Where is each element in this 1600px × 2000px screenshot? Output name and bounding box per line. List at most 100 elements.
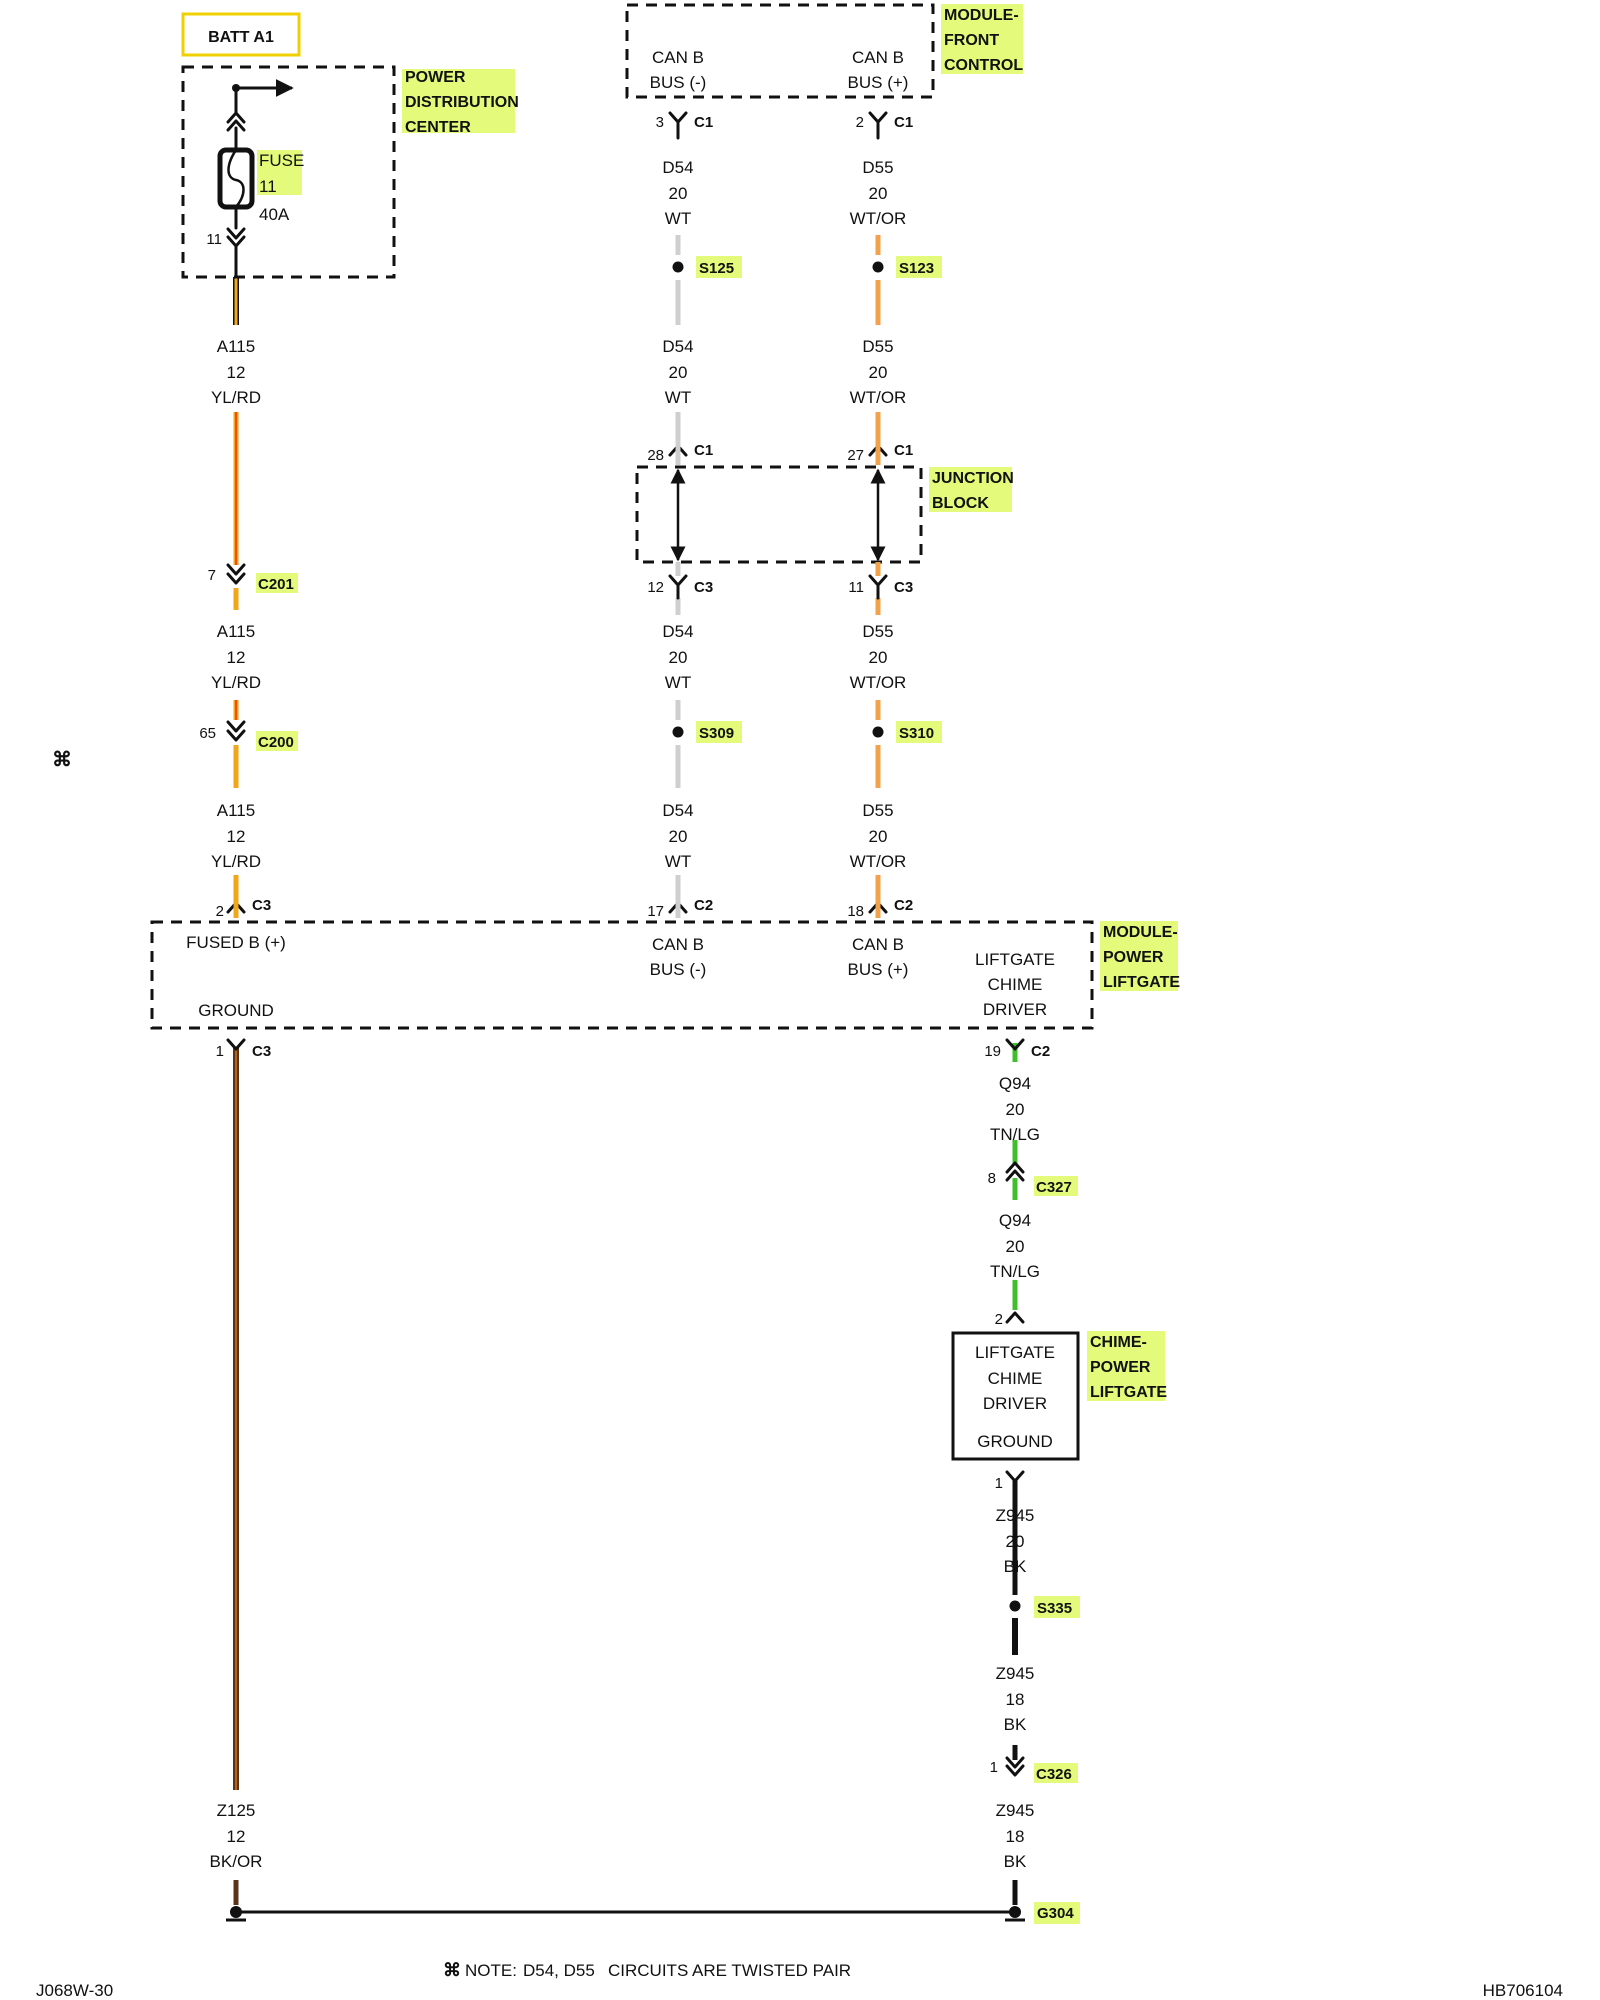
svg-text:S123: S123	[899, 260, 934, 277]
svg-text:WT: WT	[665, 388, 691, 407]
plm-can-plus-1: CAN B	[852, 935, 904, 954]
svg-text:YL/RD: YL/RD	[211, 388, 261, 407]
plm-chime-driver-2: CHIME	[988, 975, 1043, 994]
connector-c326: 1 C326	[990, 1756, 1078, 1783]
fuse-icon	[217, 147, 255, 210]
note-text: CIRCUITS ARE TWISTED PAIR	[608, 1961, 851, 1980]
svg-text:12: 12	[227, 648, 246, 667]
chime-driver-2: CHIME	[988, 1369, 1043, 1388]
wire-label-a115-a: A115 12 YL/RD	[211, 337, 261, 407]
chime-driver-3: DRIVER	[983, 1394, 1047, 1413]
svg-text:BK: BK	[1004, 1557, 1027, 1576]
svg-text:Z945: Z945	[996, 1801, 1035, 1820]
fuse-top-chevron-icon	[226, 111, 246, 132]
svg-text:C3: C3	[694, 579, 713, 596]
svg-text:BK/OR: BK/OR	[210, 1852, 263, 1871]
svg-text:TN/LG: TN/LG	[990, 1262, 1040, 1281]
fuse-name-1: FUSE	[259, 151, 304, 170]
svg-text:20: 20	[869, 184, 888, 203]
splice-s125: S125	[672, 256, 742, 278]
svg-text:1: 1	[216, 1043, 224, 1060]
plm-label-1: MODULE-	[1103, 924, 1178, 941]
connector-plm-c3-2: 2 C3	[216, 895, 271, 920]
svg-text:YL/RD: YL/RD	[211, 673, 261, 692]
jb-highlight	[929, 467, 1012, 512]
svg-text:Q94: Q94	[999, 1211, 1031, 1230]
chime-label-1: CHIME-	[1090, 1334, 1147, 1351]
svg-text:2: 2	[995, 1311, 1003, 1328]
connector-plm-c3-1: 1 C3	[216, 1038, 271, 1060]
connector-jb-c1-27: 27 C1	[847, 440, 913, 465]
svg-text:C2: C2	[694, 897, 713, 914]
svg-text:A115: A115	[217, 337, 255, 356]
connector-chime-1: 1	[995, 1470, 1025, 1492]
wire-label-a115-b: A115 12 YL/RD	[211, 622, 261, 692]
fcm-can-minus-1: CAN B	[652, 48, 704, 67]
svg-text:20: 20	[869, 363, 888, 382]
connector-jb-c3-11: 11 C3	[848, 562, 913, 600]
plm-chime-driver-3: DRIVER	[983, 1000, 1047, 1019]
connector-c327: 8 C327	[988, 1161, 1078, 1196]
wire-label-z945-a: Z945 20 BK	[996, 1506, 1035, 1576]
svg-text:BK: BK	[1004, 1852, 1027, 1871]
pdc-label-2: DISTRIBUTION	[405, 94, 519, 111]
svg-text:C1: C1	[694, 442, 713, 459]
svg-text:18: 18	[1006, 1690, 1025, 1709]
connector-chime-2: 2	[995, 1311, 1025, 1328]
svg-text:Q94: Q94	[999, 1074, 1031, 1093]
svg-text:1: 1	[995, 1475, 1003, 1492]
twisted-pair-mark-icon: ⌘	[52, 749, 72, 771]
fcm-can-plus-1: CAN B	[852, 48, 904, 67]
fcm-component: MODULE- FRONT CONTROL CAN B BUS (-) CAN …	[625, 3, 1023, 99]
fcm-highlight	[941, 4, 1023, 74]
svg-text:A115: A115	[217, 622, 255, 641]
svg-text:20: 20	[1006, 1237, 1025, 1256]
svg-text:20: 20	[1006, 1100, 1025, 1119]
fcm-label-1: MODULE-	[944, 7, 1019, 24]
wire-label-z945-c: Z945 18 BK	[996, 1801, 1035, 1871]
wire-label-d55-a: D55 20 WT/OR	[850, 158, 907, 228]
plm-chime-driver-1: LIFTGATE	[975, 950, 1055, 969]
svg-text:C1: C1	[694, 114, 713, 131]
svg-text:7: 7	[208, 567, 216, 584]
ground-terminal-g304: G304	[1005, 1902, 1080, 1924]
svg-text:WT/OR: WT/OR	[850, 388, 907, 407]
svg-text:3: 3	[656, 114, 664, 131]
fuse-bottom-chevron-icon	[226, 227, 246, 248]
wire-label-d55-b: D55 20 WT/OR	[850, 337, 907, 407]
svg-text:C200: C200	[258, 734, 294, 751]
svg-text:C201: C201	[258, 576, 294, 593]
plm-highlight	[1100, 921, 1178, 991]
svg-text:D54: D54	[662, 622, 693, 641]
svg-text:C3: C3	[252, 897, 271, 914]
fcm-label-2: FRONT	[944, 32, 999, 49]
fuse-element	[227, 149, 245, 208]
svg-text:18: 18	[847, 903, 864, 920]
connector-jb-c3-12: 12 C3	[647, 562, 713, 600]
svg-text:G304: G304	[1037, 1905, 1074, 1922]
batt-text: BATT A1	[208, 29, 274, 46]
svg-text:D54: D54	[662, 158, 693, 177]
jb-label-1: JUNCTION	[932, 470, 1014, 487]
fuse-highlight	[257, 150, 302, 195]
connector-jb-c1-28: 28 C1	[647, 440, 713, 465]
svg-text:28: 28	[647, 447, 664, 464]
batt-label: BATT A1	[181, 12, 301, 57]
connector-fcm-c1-2: 2 C1	[856, 111, 913, 140]
connector-c200: 65 C200	[199, 720, 298, 751]
svg-text:2: 2	[856, 114, 864, 131]
svg-text:C327: C327	[1036, 1179, 1072, 1196]
wire-label-d54-a: D54 20 WT	[662, 158, 693, 228]
svg-text:Z945: Z945	[996, 1506, 1035, 1525]
svg-text:D55: D55	[862, 622, 893, 641]
svg-text:WT: WT	[665, 209, 691, 228]
svg-text:S310: S310	[899, 725, 934, 742]
wire-label-q94-a: Q94 20 TN/LG	[990, 1074, 1040, 1144]
wire-label-d55-c: D55 20 WT/OR	[850, 622, 907, 692]
connector-plm-c2-18: 18 C2	[847, 895, 913, 920]
svg-text:27: 27	[847, 447, 864, 464]
wire-label-z945-b: Z945 18 BK	[996, 1664, 1035, 1734]
plm-label-3: LIFTGATE	[1103, 974, 1180, 991]
svg-text:C3: C3	[252, 1043, 271, 1060]
